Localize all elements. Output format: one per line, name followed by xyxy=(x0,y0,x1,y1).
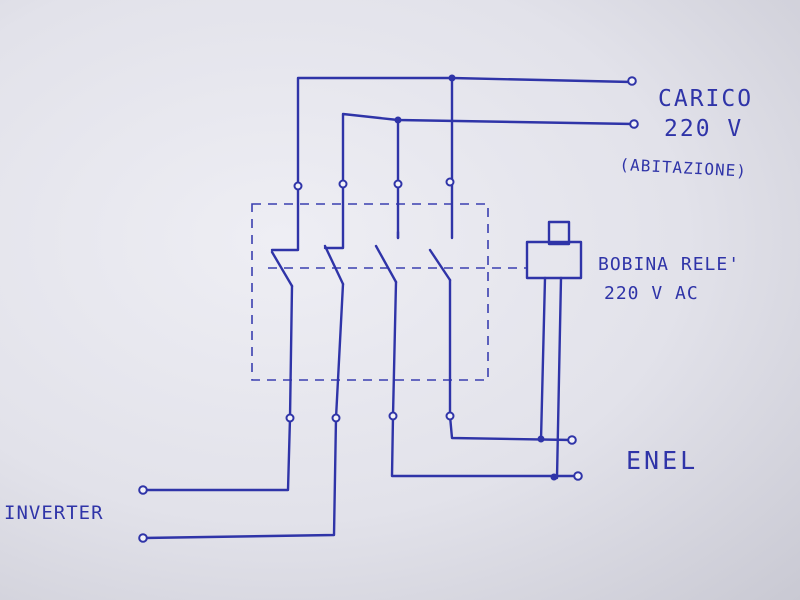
contact-2-common xyxy=(323,182,345,250)
inverter-terminal xyxy=(138,485,148,495)
relay-coil xyxy=(525,240,583,280)
relay-terminal xyxy=(393,179,403,189)
relay-terminal xyxy=(338,179,348,189)
contact-2-lever xyxy=(323,244,345,286)
load-label-line2: 220 V xyxy=(664,116,744,142)
load-terminal xyxy=(627,76,637,86)
coil-wire-left xyxy=(539,276,547,442)
relay-terminal xyxy=(445,411,455,421)
relay-terminal xyxy=(293,181,303,191)
inverter-label: INVERTER xyxy=(4,502,104,524)
coil-wire-right xyxy=(555,276,563,480)
coil-label-line1: BOBINA RELE' xyxy=(598,254,741,275)
relay-terminal xyxy=(445,177,455,187)
relay-terminal xyxy=(331,413,341,423)
contact-3-lever xyxy=(374,244,398,284)
relay-terminal xyxy=(388,411,398,421)
contact-1-common xyxy=(270,184,300,252)
contact-3-leg xyxy=(391,280,398,418)
relay-terminal xyxy=(285,413,295,423)
load-wire-1 xyxy=(296,76,634,188)
junction-dot xyxy=(394,116,402,124)
load-label-line1: CARICO xyxy=(658,86,754,112)
junction-dot xyxy=(550,473,558,481)
coil-label-line2: 220 V AC xyxy=(604,283,699,304)
mains-label: ENEL xyxy=(626,446,699,475)
relay-enclosure xyxy=(251,203,489,381)
enel-terminal xyxy=(567,435,577,445)
enel-wire-1 xyxy=(448,414,574,442)
contact-1-lever xyxy=(270,250,294,288)
load-terminal xyxy=(629,119,639,129)
enel-terminal xyxy=(573,471,583,481)
inverter-wire-1 xyxy=(141,416,292,492)
load-wire-2 xyxy=(341,112,636,186)
contact-1-leg xyxy=(288,284,294,420)
coil-top-terminal xyxy=(547,220,571,246)
inverter-wire-2 xyxy=(141,416,338,540)
junction-dot xyxy=(537,435,545,443)
contact-4-lever xyxy=(428,248,452,282)
inverter-terminal xyxy=(138,533,148,543)
contact-2-leg xyxy=(334,282,345,420)
enel-wire-2 xyxy=(390,414,580,478)
junction-dot xyxy=(448,74,456,82)
